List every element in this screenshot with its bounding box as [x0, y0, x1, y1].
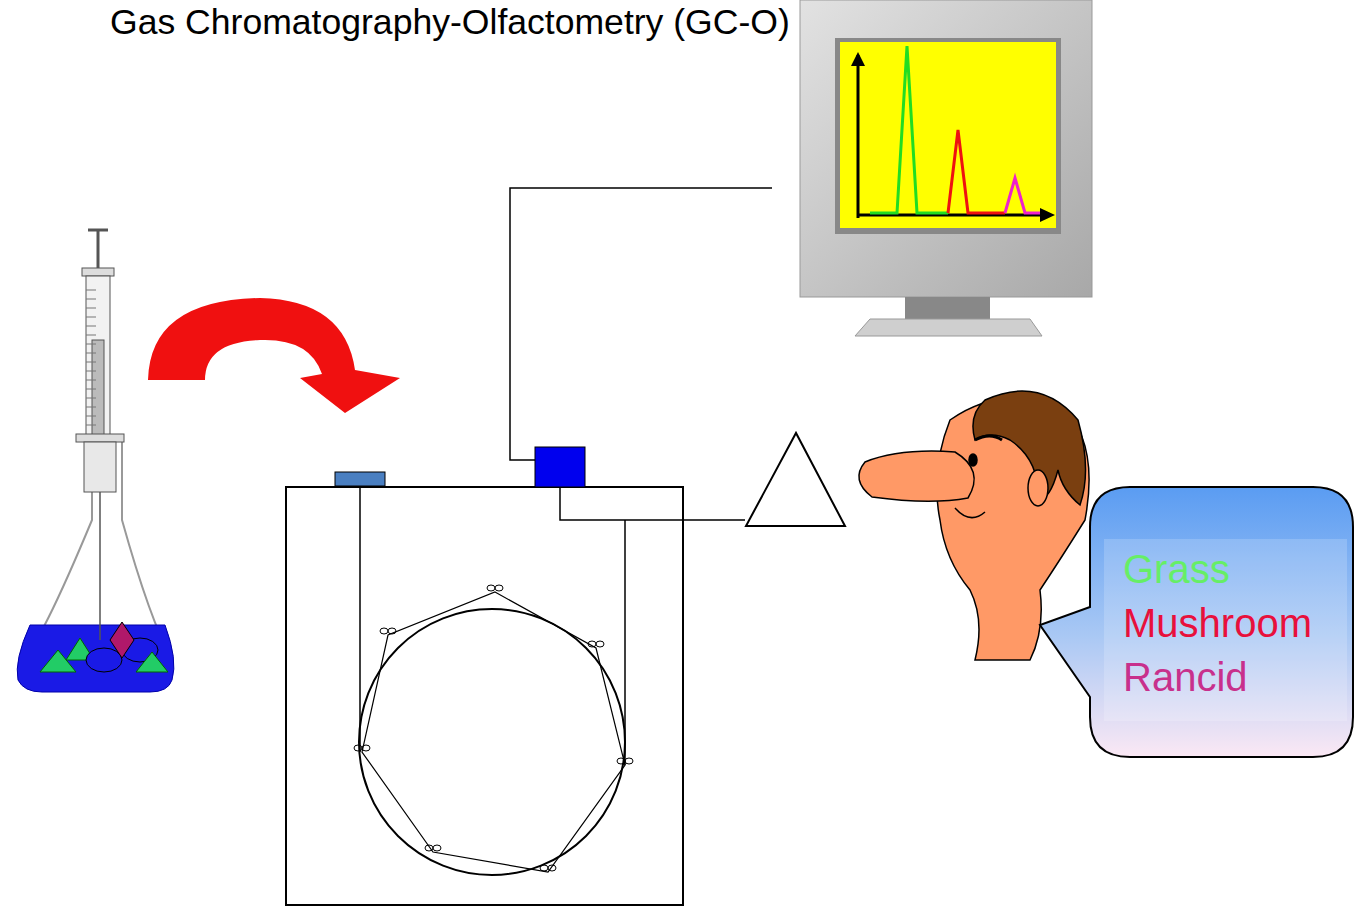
syringe-tick — [86, 299, 96, 300]
gc-oven — [286, 188, 845, 905]
odor-descriptor: Rancid — [1123, 650, 1333, 704]
column-clip — [354, 745, 362, 751]
syringe-tick — [86, 398, 96, 399]
diagram-title: Gas Chromatography-Olfactometry (GC-O) — [110, 2, 790, 43]
syringe-tick — [86, 416, 96, 417]
column-clip — [495, 585, 503, 591]
syringe-tick — [86, 290, 96, 291]
syringe-tick — [86, 389, 96, 390]
syringe-tick — [86, 380, 96, 381]
syringe-tick — [86, 317, 96, 318]
column-clip — [425, 845, 433, 851]
odor-descriptor: Mushroom — [1123, 596, 1333, 650]
syringe — [76, 230, 124, 640]
odor-descriptor: Grass — [1123, 542, 1333, 596]
syringe-tick — [86, 344, 96, 345]
syringe-tick — [86, 407, 96, 408]
syringe-tick — [86, 362, 96, 363]
column-clip — [540, 865, 548, 871]
speech-bubble: GrassMushroomRancid — [1090, 487, 1353, 757]
column-clip — [433, 845, 441, 851]
syringe-tick — [86, 308, 96, 309]
column-clip — [380, 628, 388, 634]
syringe-tick — [86, 425, 96, 426]
syringe-tick — [86, 335, 96, 336]
syringe-tick — [86, 353, 96, 354]
column-clip — [487, 585, 495, 591]
column-clip — [617, 758, 625, 764]
column-clip — [362, 745, 370, 751]
column-clip — [388, 628, 396, 634]
transfer-arrow — [148, 298, 400, 413]
syringe-tick — [86, 371, 96, 372]
flask — [17, 438, 174, 692]
column-clip — [588, 641, 596, 647]
syringe-tick — [86, 326, 96, 327]
column-clip — [625, 758, 633, 764]
column-clip — [548, 865, 556, 871]
monitor — [800, 0, 1092, 336]
column-clip — [596, 641, 604, 647]
